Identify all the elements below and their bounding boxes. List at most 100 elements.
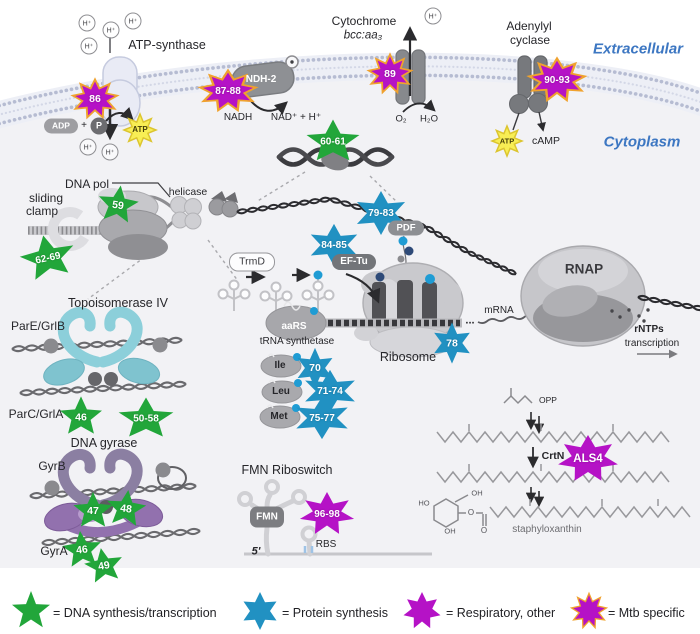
proton-icon: H⁺ xyxy=(79,138,97,156)
parc-grla-label: ParC/GrlA xyxy=(8,407,64,421)
rntps-label: rNTPs xyxy=(634,324,664,335)
trna-processing xyxy=(217,267,381,341)
ef-tu-protein: EF-Tu xyxy=(332,254,376,270)
badge-adenylyl-cyclase: 90-93 xyxy=(526,56,588,103)
mrna-ellipsis: ... xyxy=(465,314,475,327)
badge-gyrase-48: 48 xyxy=(102,487,150,532)
cytochrome-protein xyxy=(395,26,436,113)
legend-protein-synthesis: = Protein synthesis xyxy=(282,605,388,620)
staphyloxanthin-pathway xyxy=(433,388,691,528)
five-prime-label: 5' xyxy=(251,545,261,558)
opp-label: OPP xyxy=(539,394,557,405)
crtn-label: CrtN xyxy=(541,449,565,462)
fmn-riboswitch-structure xyxy=(237,479,432,557)
sliding-clamp-label: sliding xyxy=(28,191,64,205)
badge-ile-rs: 70 xyxy=(294,347,336,389)
legend-green-star-icon xyxy=(10,590,52,632)
trna-glyph xyxy=(217,279,251,311)
camp-label: cAMP xyxy=(531,134,561,147)
trna-glyph xyxy=(259,281,293,313)
cytoplasm-label: Cytoplasm xyxy=(603,133,681,151)
gyrb-label: GyrB xyxy=(38,459,66,473)
badge-ribosome: 78 xyxy=(431,322,474,365)
ndh2-label: NDH-2 xyxy=(245,74,277,85)
dna-exit-strand xyxy=(637,294,700,312)
o2-label: O₂ xyxy=(395,113,407,125)
rna-polymerase xyxy=(520,245,650,347)
leu-label: Leu xyxy=(272,386,290,397)
ester-o-label: O xyxy=(467,508,475,517)
proton-icon: H⁺ xyxy=(78,14,96,32)
badge-topo-pare: 50-58 xyxy=(116,397,176,442)
legend-mtb-specific: = Mtb specific xyxy=(608,605,685,620)
atp-synthase-protein xyxy=(99,37,158,148)
proton-icon: H⁺ xyxy=(102,21,120,39)
proton-icon: H⁺ xyxy=(124,12,142,30)
adenylyl-label: Adenylyl xyxy=(506,19,552,33)
aars-label: aaRS xyxy=(281,321,307,332)
bcc-aa3-label: bcc:aa₃ xyxy=(343,29,383,42)
badge-dna-pol: 59 xyxy=(93,182,142,229)
badge-fmn-riboswitch: 96-98 xyxy=(298,491,356,537)
pare-grlb-label: ParE/GrlB xyxy=(10,319,66,333)
cytochrome-label: Cytochrome xyxy=(331,14,397,28)
pdf-enzyme: PDF xyxy=(388,220,424,236)
atp-synthase-label: ATP-synthase xyxy=(128,37,206,52)
fmn-riboswitch-label: FMN Riboswitch xyxy=(241,462,333,477)
amino-acid-synthetases xyxy=(259,353,303,429)
adenylyl-cyclase-protein xyxy=(490,55,548,158)
trna-synthetase-label: tRNA synthetase xyxy=(259,336,335,347)
mrna-label: mRNA xyxy=(484,305,514,316)
carbonyl-o-label: O xyxy=(480,526,488,535)
badge-leu-rs: 71-74 xyxy=(300,369,360,413)
legend-dna-synthesis: = DNA synthesis/transcription xyxy=(53,605,217,620)
helicase-label: helicase xyxy=(168,185,208,198)
badge-ef-tu: 84-85 xyxy=(306,223,362,267)
badge-atp-synthase: 86 xyxy=(70,77,120,120)
legend-blue-star-icon xyxy=(240,591,280,631)
ile-label: Ile xyxy=(274,360,286,371)
proton-icon: H⁺ xyxy=(80,37,98,55)
ribosome-label: Ribosome xyxy=(379,349,437,364)
rbs-label: RBS xyxy=(315,539,337,550)
nadh-label: NADH xyxy=(223,112,253,123)
sliding-clamp-label: clamp xyxy=(25,204,59,218)
atp-label: ATP xyxy=(132,125,148,134)
fmn-ligand: FMN xyxy=(250,506,284,528)
badge-pdf: 79-83 xyxy=(352,190,410,236)
proton-icon: H⁺ xyxy=(101,143,119,161)
oh-label: OH xyxy=(444,526,456,536)
nad-label: NAD⁺ + H⁺ xyxy=(270,112,322,123)
badge-dna-helix: 60-61 xyxy=(304,119,362,166)
legend-mtb-star-icon xyxy=(569,591,609,630)
aars-protein xyxy=(265,305,327,341)
plus-sign: + xyxy=(81,120,87,131)
dashed-connectors xyxy=(87,171,398,300)
atp-label: ATP xyxy=(499,136,515,146)
h2o-label: H₂O xyxy=(420,113,438,125)
badge-ndh2: 87-88 xyxy=(197,68,259,113)
trmd-enzyme: TrmD xyxy=(229,252,275,272)
met-label: Met xyxy=(270,411,288,422)
badge-topo-parc: 46 xyxy=(58,396,104,439)
cyclase-label: cyclase xyxy=(509,33,551,47)
ho-label: HO xyxy=(418,498,430,508)
extracellular-label: Extracellular xyxy=(592,40,684,58)
phosphate-molecule: P xyxy=(90,117,108,135)
dna-pol-label: DNA pol xyxy=(64,177,110,191)
rnap-label: RNAP xyxy=(564,261,604,277)
legend-magenta-star-icon xyxy=(402,591,442,631)
topoisomerase-iv-complex xyxy=(11,306,187,397)
badge-met-rs: 75-77 xyxy=(291,396,353,440)
badge-gyrase-47: 47 xyxy=(72,491,115,531)
trna-glyph-charged xyxy=(301,279,335,312)
helicase-protein xyxy=(170,196,202,230)
badge-gyrase-49: 49 xyxy=(80,544,128,589)
gyra-label: GyrA xyxy=(40,544,68,558)
transcription-label: transcription xyxy=(624,338,680,349)
badge-gyrase-46: 46 xyxy=(59,528,106,572)
staphyloxanthin-label: staphyloxanthin xyxy=(512,524,582,535)
oh-label: OH xyxy=(471,488,483,498)
adp-molecule: ADP xyxy=(44,118,78,134)
